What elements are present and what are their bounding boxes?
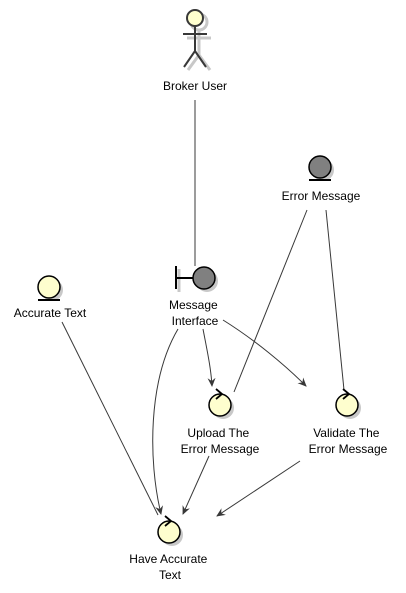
boundary-message-interface[interactable]: Message Interface [169,266,221,328]
entity-error-message[interactable]: Error Message [282,155,361,203]
entity-accurate-text[interactable]: Accurate Text [14,275,87,320]
arrow-validate-to-have-accurate-text [216,460,301,517]
connector-accurate-text-to-have-accurate-text [61,321,159,516]
arrow-message-interface-to-upload [202,328,216,387]
control-validate-error-message[interactable]: Validate The Error Message [309,388,388,456]
boundary-message-interface-label: Message Interface [169,298,221,328]
arrow-upload-to-have-accurate-text [182,455,210,515]
connector-error-message-to-upload [233,209,308,393]
entity-dark-icon [308,155,334,181]
control-icon [208,388,234,419]
arrow-message-interface-to-validate [222,319,307,387]
actor-broker-user-label: Broker User [163,79,227,93]
actor-broker-user[interactable]: Broker User [163,9,227,93]
control-validate-error-message-label: Validate The Error Message [309,426,388,456]
entity-error-message-label: Error Message [282,189,361,203]
control-have-accurate-text-label: Have Accurate Text [129,552,210,582]
boundary-icon [175,266,218,292]
control-have-accurate-text[interactable]: Have Accurate Text [129,515,210,582]
control-icon [335,388,361,419]
actor-icon [183,9,207,68]
control-upload-error-message-label: Upload The Error Message [181,426,260,456]
connector-error-message-to-validate [325,209,345,391]
control-upload-error-message[interactable]: Upload The Error Message [181,388,260,456]
entity-icon [37,275,63,301]
entity-accurate-text-label: Accurate Text [14,306,87,320]
connectors [61,100,345,517]
arrow-message-interface-to-have-accurate-text [152,328,179,515]
control-icon [157,515,183,546]
